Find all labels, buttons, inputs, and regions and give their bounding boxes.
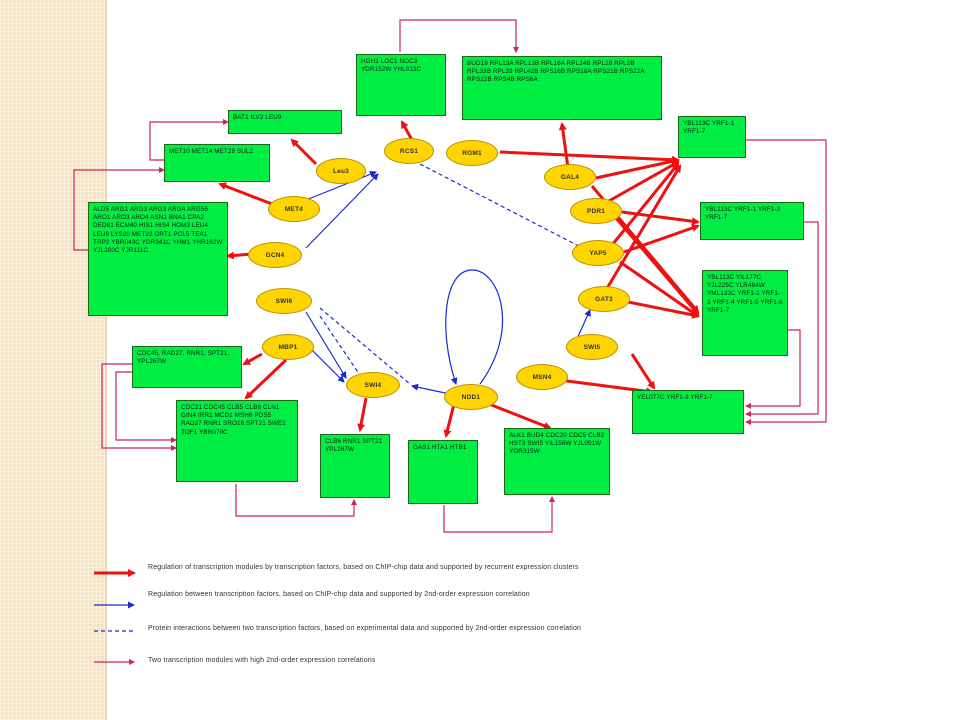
factor-gcn4: GCN4 — [248, 242, 302, 268]
red-edge-met4-met10 — [218, 182, 273, 206]
red-edge-yap5-ybl-a — [606, 162, 680, 251]
pink-edge-ybl-c-yel — [745, 329, 801, 409]
factor-mbp1: MBP1 — [262, 334, 314, 360]
legend-red-text: Regulation of transcription modules by t… — [148, 564, 579, 571]
red-edge-gal4-ybl-a — [595, 157, 680, 180]
module-bat1: BAT1 ILV2 LEU9 — [228, 110, 342, 134]
pink-edge-cdc21-clb6 — [235, 484, 357, 517]
factor-met4: MET4 — [268, 196, 320, 222]
legend-dashed-text: Protein interactions between two transcr… — [148, 625, 582, 632]
factor-gat3: GAT3 — [578, 286, 630, 312]
module-bud19: BUD19 RPL13A RPL13B RPL16A RPL24B RPL28 … — [462, 56, 662, 120]
factor-ndd1: NDD1 — [444, 384, 498, 410]
red-edge-gat3-ybl-c — [627, 300, 700, 319]
module-alk1: ALK1 BUD4 CDC20 CDC5 CLB2 HST3 SWI5 YIL1… — [504, 428, 610, 495]
stripe-border — [105, 0, 107, 720]
pink-edge-ybl-b-yel — [745, 221, 819, 417]
red-edge-ndd1-alk1 — [483, 400, 552, 430]
module-ybl113-b: YBL113C YRF1-1 YRF1-3 YRF1-7 — [700, 202, 804, 240]
red-edge-ndd1-gas1 — [443, 403, 456, 438]
factor-rcs1: RCS1 — [384, 138, 434, 164]
pink-edge-cdc45-cdc21-b — [115, 371, 177, 443]
red-edge-yap5-ybl-c — [619, 260, 700, 318]
dashed-edge-rcs1-yap5 — [419, 163, 599, 257]
blue-edge-swi6-swi4 — [305, 311, 347, 379]
factor-pdr1: PDR1 — [570, 198, 622, 224]
red-edge-mbp1-cdc45 — [242, 352, 263, 366]
pink-edge-met10-bat1 — [149, 119, 229, 161]
blue-edge-gcn4-leu3 — [305, 173, 379, 249]
module-clb6: CLB6 RNR1 SPT21 YPL267W — [320, 434, 390, 498]
red-edge-gal4-bud19 — [558, 122, 570, 169]
red-edge-mbp1-cdc21 — [244, 358, 288, 400]
dashed-edge-swi6-swi4 — [319, 307, 411, 385]
red-edge-yap5-ybl-b — [623, 224, 700, 254]
dashed-edge-swi6-swi4-b — [319, 315, 371, 391]
pink-edge-cdc45-cdc21 — [101, 363, 177, 451]
module-cdc45: CDC45, RAD27, RNR1, SPT21, YPL267W — [132, 346, 242, 388]
module-hgh1: HGH1 LOC1 NOC3 YDR152W YHL013C — [356, 54, 446, 116]
module-cdc21: CDC21 CDC45 CLB5 CLB6 CLN1 GIN4 IRR1 MCD… — [176, 400, 298, 482]
factor-swi5: SWI5 — [566, 334, 618, 360]
module-ybl113-c: YBL113C YIL177C YJL225C YLR464W YML133C … — [702, 270, 788, 356]
legend-samples — [94, 569, 136, 665]
module-ald5: ALD5 ARG1 ARG3 ARG3 ARG4 ARG56 ARO1 ARO3… — [88, 202, 228, 316]
factor-rgm1: RGM1 — [446, 140, 498, 166]
dashed-interaction-edges — [319, 163, 599, 391]
red-regulation-edges — [218, 120, 700, 438]
module-met10: MET10 MET14 MET28 SUL2 — [164, 144, 270, 182]
red-edge-swi5-yel077 — [630, 353, 656, 390]
blue-regulation-edges — [305, 170, 591, 395]
factor-swi4: SWI4 — [346, 372, 400, 398]
module-yel077: YEL077C YRF1-3 YRF1-7 — [632, 390, 744, 434]
pink-edge-ybl-a-c — [745, 139, 827, 425]
legend-pink-text: Two transcription modules with high 2nd-… — [148, 657, 376, 664]
blue-edge-ndd1-swi4 — [411, 383, 451, 395]
pink-correlation-edges — [73, 19, 827, 533]
factor-swi6: SWI6 — [256, 288, 312, 314]
factor-leu3: Leu3 — [316, 158, 366, 184]
blue-edge-met4-leu3 — [305, 170, 377, 201]
red-edge-rcs1-hgh1 — [400, 120, 414, 141]
factor-yap5: YAP5 — [572, 240, 624, 266]
blue-edge-ndd1-self — [445, 269, 504, 385]
red-edge-swi4-clb6 — [357, 397, 368, 432]
pink-edge-ald5-met10 — [73, 167, 165, 251]
module-gas1: GAS1 HTA1 HTB1 — [408, 440, 478, 504]
pink-edge-gas1-alk1 — [443, 496, 555, 533]
red-edge-gat3-ybl-a — [604, 164, 682, 291]
pink-edge-hgh1-bud19 — [399, 19, 519, 53]
factor-msn4: MSN4 — [516, 364, 568, 390]
red-edge-pdr1-ybl-c — [614, 217, 700, 316]
factor-gal4: GAL4 — [544, 164, 596, 190]
red-edge-rgm1-ybl-a — [499, 150, 680, 164]
red-edge-pdr1-ybl-b — [621, 210, 700, 226]
red-edge-pdr1-ybl-a — [599, 160, 680, 208]
legend-blue-text: Regulation between transcription factors… — [148, 591, 530, 598]
blue-edge-mbp1-swi4 — [311, 349, 345, 383]
module-ybl113-a: YBL113C YRF1-1 YRF1-7 — [678, 116, 746, 158]
decorative-side-stripe — [0, 0, 105, 720]
red-edge-leu3-bat1 — [290, 138, 318, 166]
